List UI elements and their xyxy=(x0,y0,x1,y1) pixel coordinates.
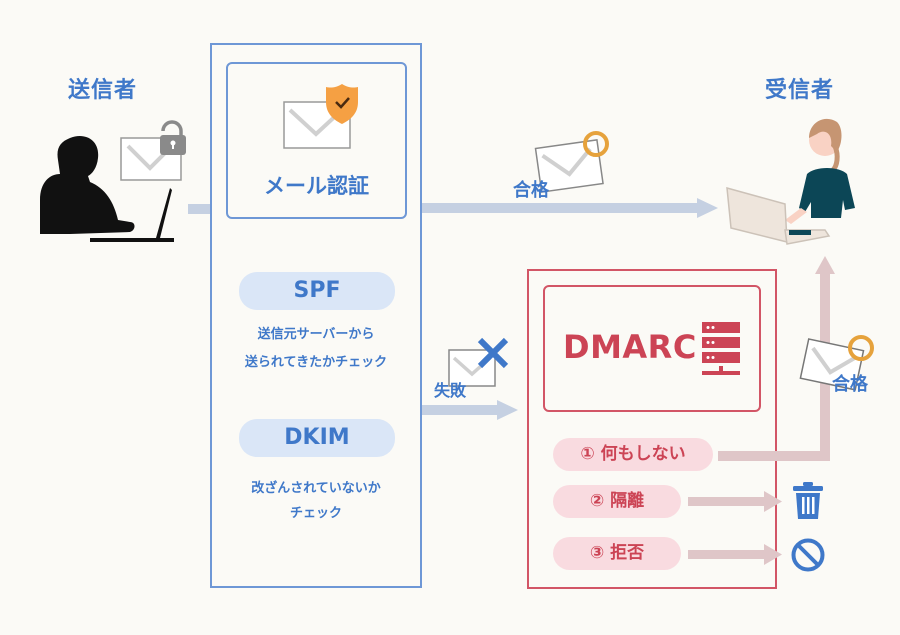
pass-arrow xyxy=(422,198,718,218)
fail-label: 失敗 xyxy=(434,381,467,400)
dmarc-pass-label: 合格 xyxy=(832,374,868,395)
prohibited-icon xyxy=(791,538,825,572)
policy-quarantine: ② 隔離 xyxy=(553,485,681,518)
trash-icon xyxy=(793,482,823,519)
pass-envelope-icon xyxy=(534,131,609,193)
locked-envelope-icon xyxy=(120,120,186,181)
dkim-badge: DKIM xyxy=(239,419,395,457)
quarantine-arrow xyxy=(688,491,782,512)
dkim-description-line1: 改ざんされていないか xyxy=(251,481,381,496)
reject-arrow xyxy=(688,544,782,565)
pass-label: 合格 xyxy=(513,180,549,201)
spf-badge: SPF xyxy=(239,272,395,310)
dkim-description-line2: チェック xyxy=(289,506,342,521)
woman-at-laptop-icon xyxy=(726,118,855,245)
sender-to-auth-arrow xyxy=(188,204,212,214)
policy-reject: ③ 拒否 xyxy=(553,537,681,570)
fail-envelope-icon xyxy=(448,337,509,387)
policy-none: ① 何もしない xyxy=(553,438,713,471)
shield-envelope-icon xyxy=(283,84,358,149)
email-auth-card xyxy=(226,62,407,219)
person-at-laptop-icon xyxy=(40,136,174,242)
receiver-label: 受信者 xyxy=(765,78,835,103)
email-auth-title: メール認証 xyxy=(264,174,369,198)
dmarc-card xyxy=(543,285,761,412)
dmarc-panel xyxy=(527,269,777,589)
spf-description-line2: 送られてきたかチェック xyxy=(244,355,388,370)
dmarc-pass-envelope-icon xyxy=(799,335,874,391)
dmarc-title: DMARC xyxy=(563,328,697,366)
server-icon xyxy=(702,322,740,375)
email-authentication-panel xyxy=(210,43,422,588)
sender-label: 送信者 xyxy=(68,78,138,103)
spf-description-line1: 送信元サーバーから xyxy=(257,327,375,342)
fail-arrow xyxy=(422,400,518,420)
